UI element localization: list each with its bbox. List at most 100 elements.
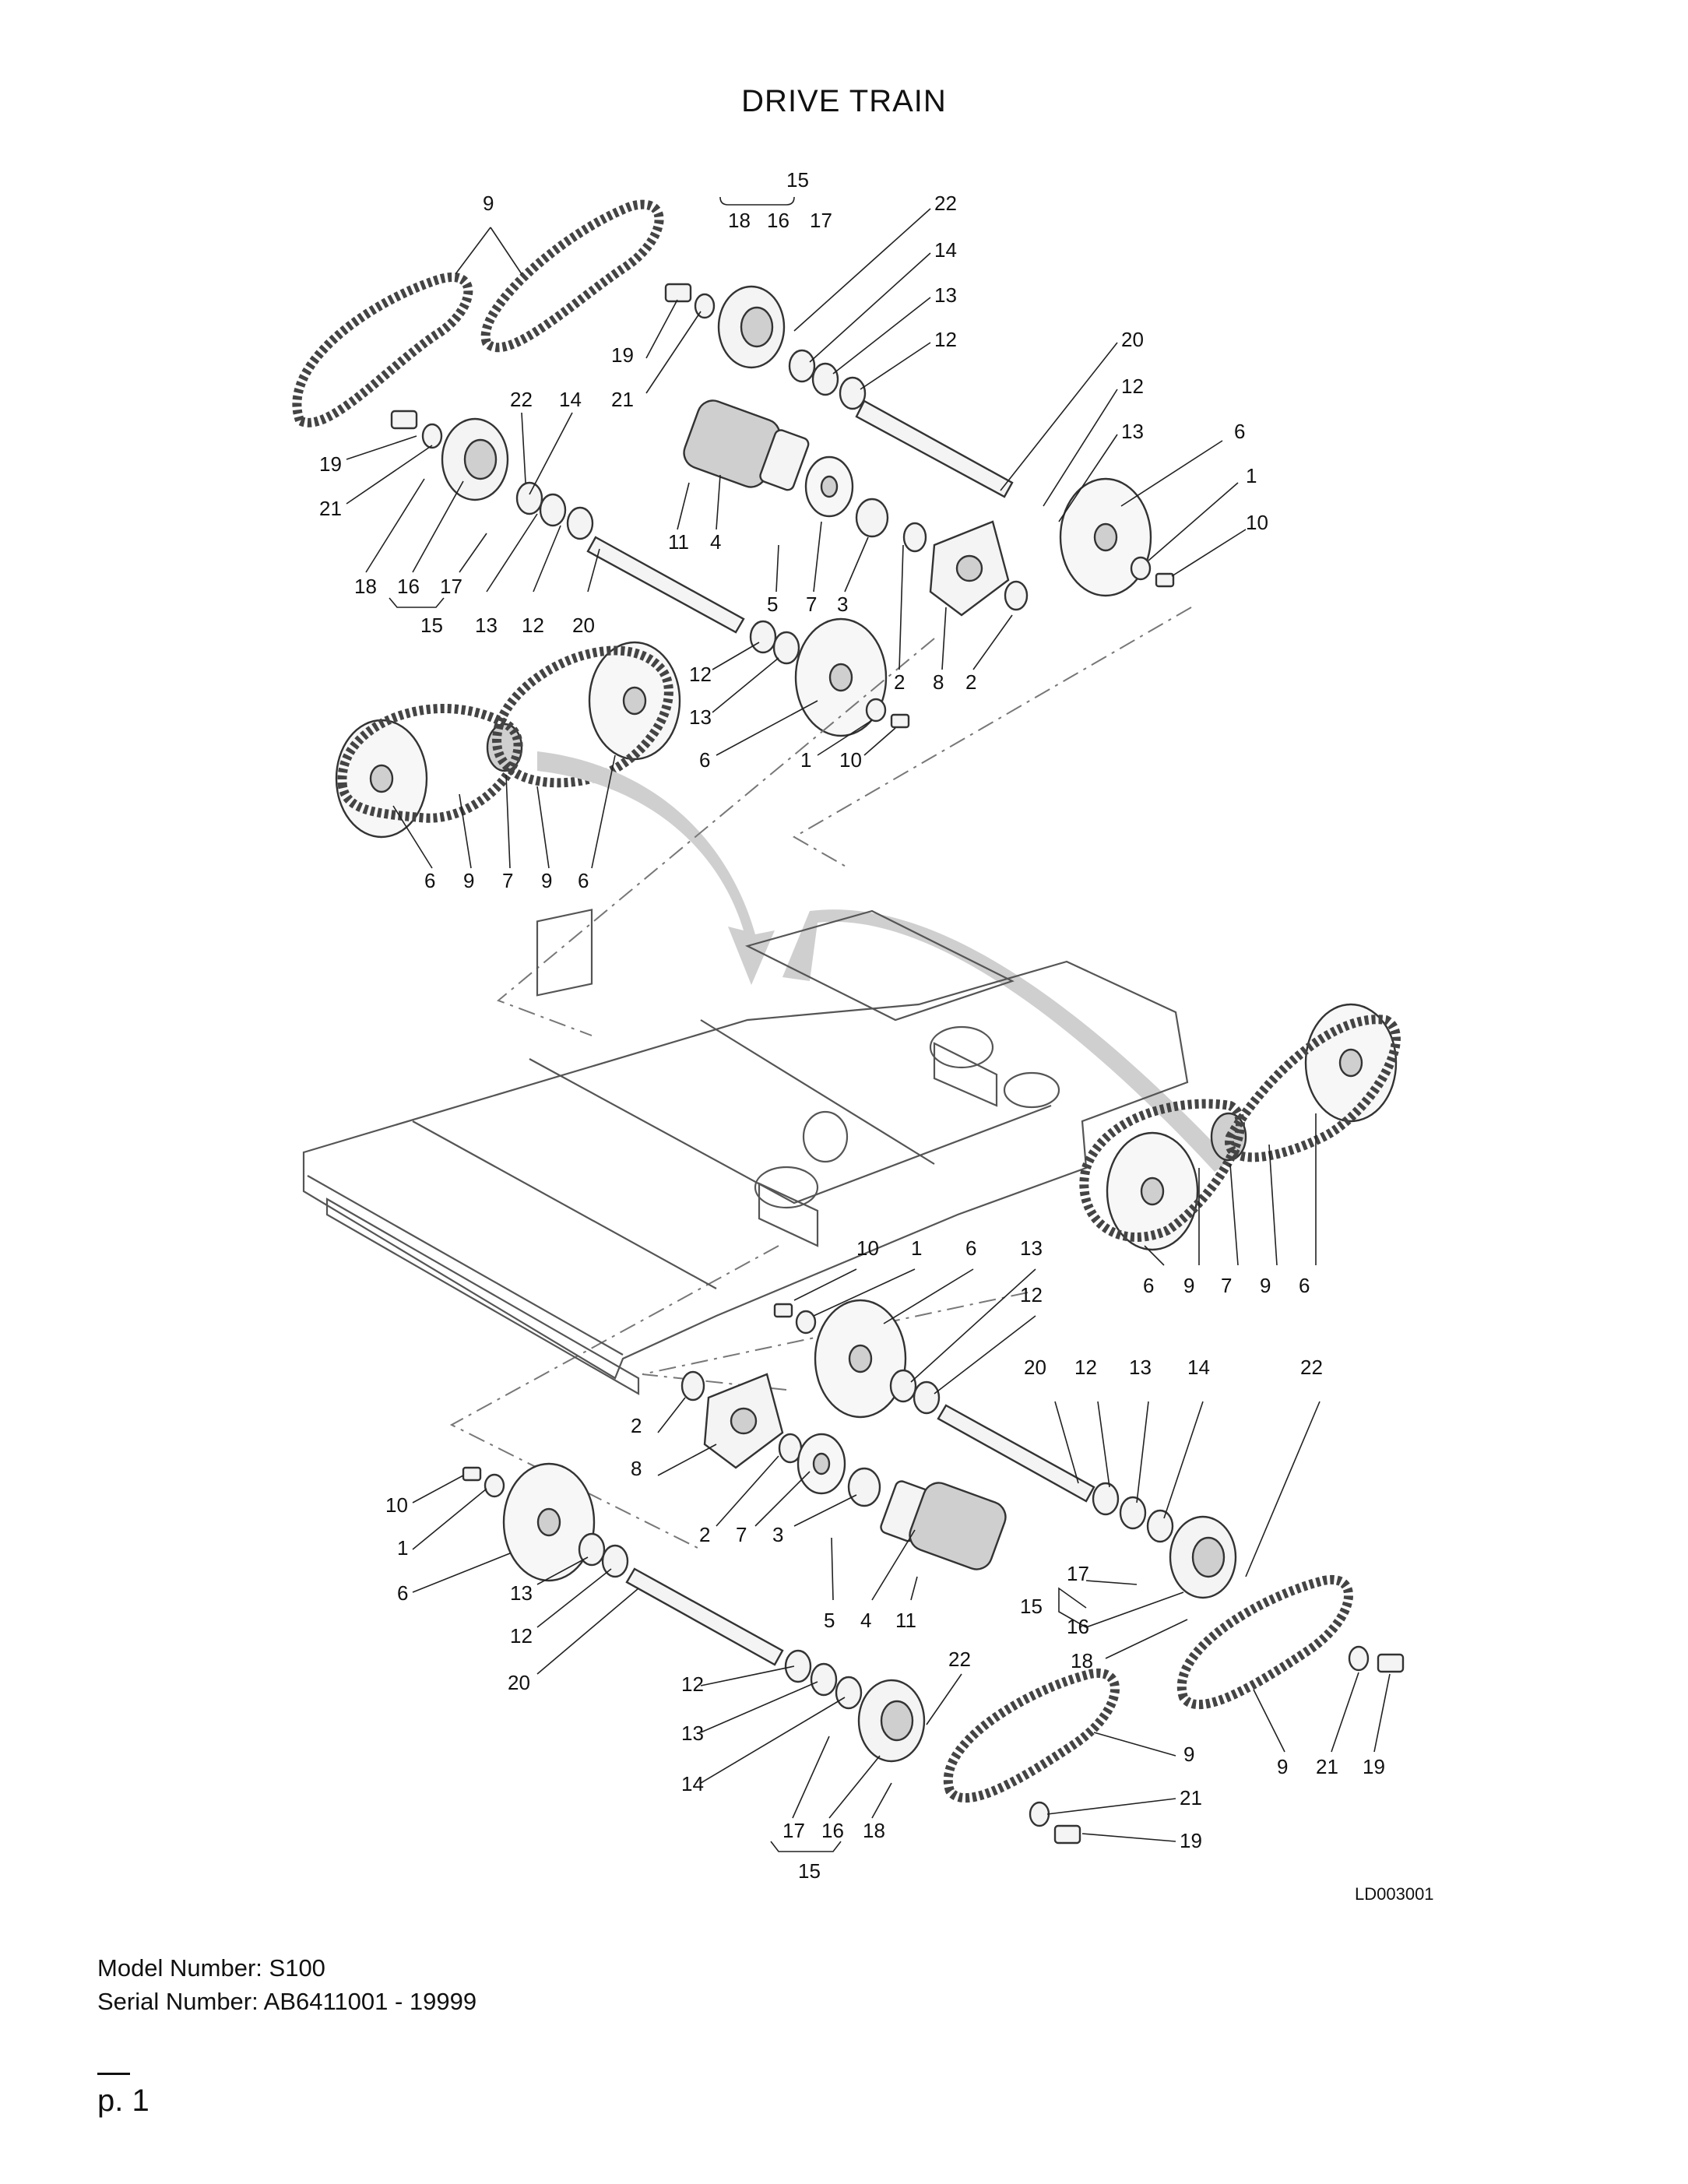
callout-label: 20 [572,614,595,637]
callout-label: 21 [1316,1755,1338,1778]
callout-label: 18 [728,209,751,232]
machine-frame [302,909,1189,1395]
callout-label: 10 [1246,511,1268,534]
callout-label: 16 [767,209,789,232]
drawing-code: LD003001 [1355,1884,1434,1904]
callout-label: 15 [786,168,809,192]
bearing-lower-right-b [1119,1496,1147,1530]
callout-label: 9 [1277,1755,1288,1778]
leader-lines [346,196,1391,1852]
callout-labels: 9 15 18 16 17 22 14 13 12 20 12 13 6 1 1… [319,168,1385,1883]
bearing-lower-right-a [1092,1482,1120,1516]
callout-label: 18 [354,575,377,598]
cover-plate-lower [703,1373,784,1469]
callout-label: 3 [837,593,848,616]
assembly-line-1 [792,607,1192,869]
callout-label: 13 [934,283,957,307]
callout-label: 17 [810,209,832,232]
callout-label: 19 [1363,1755,1385,1778]
callout-label: 10 [839,748,862,772]
bolt-lower-left [462,1466,482,1482]
bolt-lower-right [1377,1653,1405,1673]
callout-label: 2 [965,670,976,694]
callout-label: 1 [1246,464,1257,487]
o-ring-lower [847,1467,881,1507]
callout-label: 6 [424,869,435,892]
callout-label: 6 [965,1236,976,1260]
model-number: Model Number: S100 [97,1954,325,1982]
bolt-upper-middle [890,713,910,729]
callout-label: 12 [934,328,957,351]
callout-label: 20 [1024,1356,1046,1379]
assembly-arrow-right [782,909,1230,1172]
bolt-upper-far-right [1155,572,1175,588]
callout-label: 2 [699,1523,710,1546]
callout-label: 13 [681,1722,704,1745]
bearing-lower-right-c [1146,1509,1174,1543]
bolt-lower-top [773,1303,793,1318]
hub-flange-upper-right [717,285,786,369]
callout-label: 4 [860,1609,871,1632]
callout-label: 9 [483,192,494,215]
callout-label: 1 [397,1536,408,1560]
bolt-upper-right [664,283,692,303]
axle-lower-left [625,1567,784,1666]
callout-label: 21 [1180,1786,1202,1809]
callout-label: 12 [681,1672,704,1696]
callout-label: 19 [319,452,342,476]
drive-sprocket-lower [797,1433,846,1495]
callout-label: 13 [1020,1236,1043,1260]
callout-label: 6 [578,869,589,892]
serial-number: Serial Number: AB6411001 - 19999 [97,1988,477,2015]
sprocket-lower-top [814,1299,907,1419]
drive-motor-lower [880,1480,1007,1570]
bearing-lower-top-b [913,1380,941,1415]
callout-label: 9 [463,869,474,892]
callout-label: 14 [559,388,582,411]
bearing-upper-middle-a [749,620,777,654]
cover-plate-upper [929,520,1010,617]
callout-label: 6 [1299,1274,1310,1297]
callout-label: 14 [934,238,957,262]
callout-label: 19 [611,343,634,367]
chain-lower-right [1176,1574,1353,1710]
bearing-upper-left-c [566,506,594,540]
callout-label: 3 [772,1523,783,1546]
callout-label: 20 [508,1671,530,1694]
callout-label: 17 [440,575,462,598]
washer-upper-left [421,423,443,449]
callout-label: 12 [522,614,544,637]
o-ring-upper [855,498,889,538]
callout-label: 9 [1260,1274,1271,1297]
hub-flange-lower-mid [857,1679,926,1763]
callout-label: 13 [1121,420,1144,443]
callout-label: 2 [894,670,905,694]
snap-ring-upper-a [902,522,927,553]
callout-label: 12 [689,663,712,686]
bearing-lower-left-a [578,1532,606,1567]
callout-label: 21 [319,497,342,520]
callout-label: 13 [475,614,498,637]
assembly-line-4 [449,1245,779,1550]
drive-sprocket-upper [804,455,854,518]
bearing-lower-mid-a [784,1649,812,1683]
callout-label: 16 [397,575,420,598]
callout-label: 2 [631,1414,642,1437]
chain-drive-set-left [335,641,681,839]
callout-label: 14 [1187,1356,1210,1379]
callout-label: 7 [736,1523,747,1546]
axle-upper-left [586,536,745,634]
callout-label: 18 [863,1819,885,1842]
callout-label: 9 [1183,1274,1194,1297]
washer-upper-right [694,293,716,319]
callout-label: 7 [502,869,513,892]
bearing-lower-mid-b [810,1662,838,1697]
callout-label: 6 [1143,1274,1154,1297]
callout-label: 22 [1300,1356,1323,1379]
callout-label: 7 [1221,1274,1232,1297]
callout-label: 13 [1129,1356,1152,1379]
callout-label: 9 [1183,1743,1194,1766]
axle-lower-right [937,1404,1095,1503]
washer-lower-bottom [1029,1801,1050,1827]
